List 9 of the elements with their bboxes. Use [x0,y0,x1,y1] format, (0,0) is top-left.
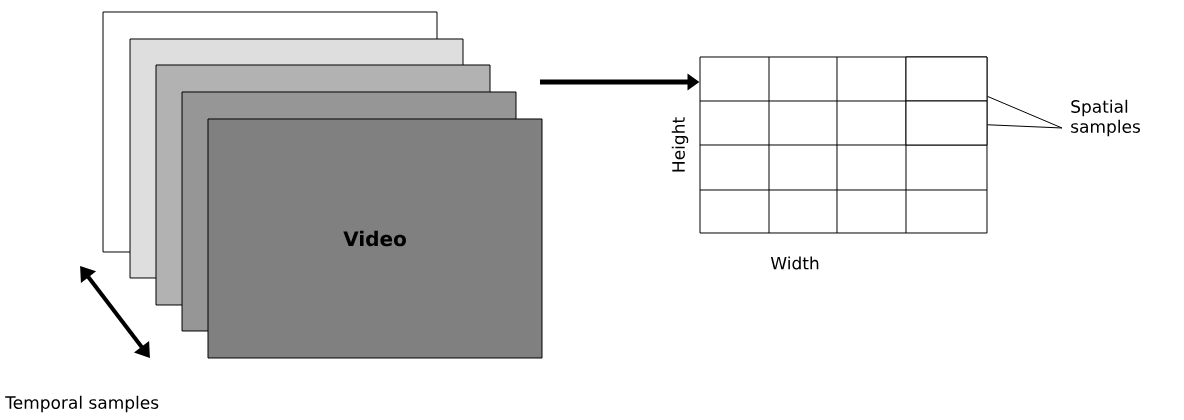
axis-label: Width [770,256,819,270]
grid-cell [905,56,988,102]
grid-cell [905,100,988,146]
callout-text: Spatial samples [1071,99,1141,137]
leader-line [987,124,1063,129]
video-frame: Video [207,118,543,359]
leader-line [987,95,1063,129]
axis-label: Height [671,117,689,172]
caption-text: Temporal samples [5,395,159,413]
